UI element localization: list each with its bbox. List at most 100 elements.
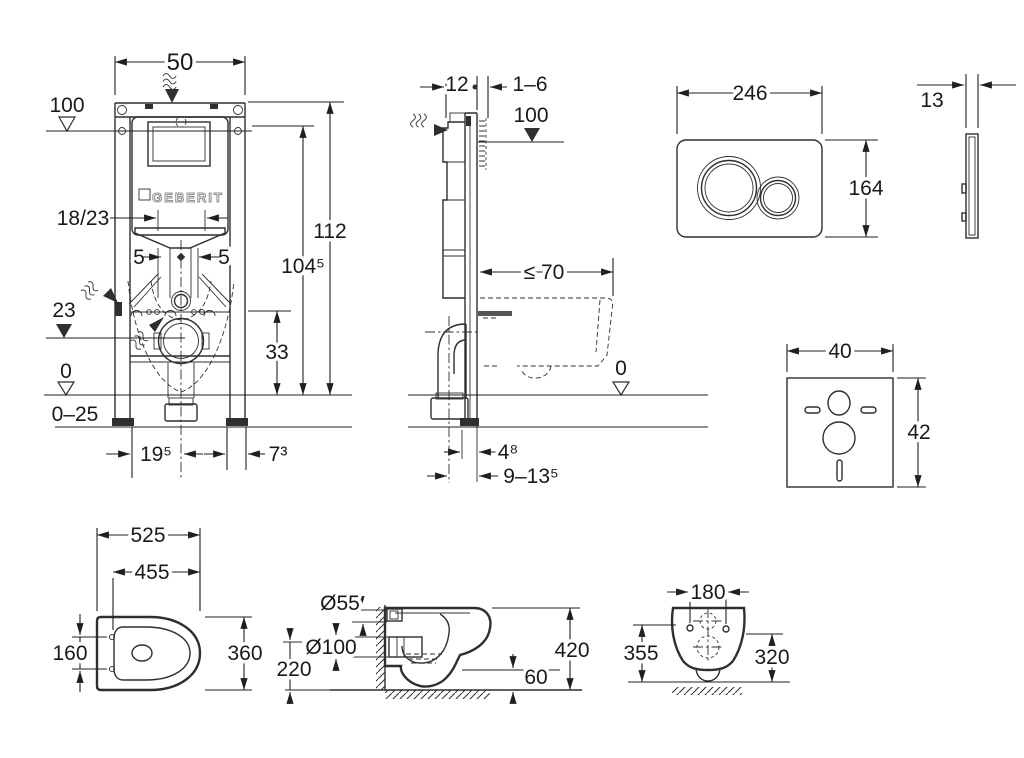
- dim-label-5-right: 5: [218, 246, 230, 269]
- fixing-hole: [108, 633, 116, 641]
- dim-flush-pipe: 18/23: [53, 204, 228, 234]
- dim-floor-buildup: 0–25: [48, 400, 352, 430]
- outlet-connection: [388, 636, 423, 658]
- dim-clearance: 60: [462, 654, 560, 704]
- logo-square: [138, 188, 151, 201]
- view-pan-top: 525 455 160 360: [49, 521, 266, 692]
- dim-pan-inner-length: 455: [112, 558, 201, 630]
- water-supply-icon: [162, 73, 179, 103]
- dim-top-width: 50: [114, 46, 246, 95]
- dim-height-sub: 104⁵: [252, 125, 328, 395]
- dim-label-0-side: 0: [615, 357, 627, 380]
- dim-label-420: 420: [554, 639, 589, 662]
- flush-plate-side-profile: [961, 133, 979, 239]
- wall-section: [376, 605, 386, 690]
- dim-label-19-5: 19⁵: [140, 443, 172, 466]
- pan-side-outline: [383, 606, 492, 688]
- dim-flush-dia: Ø55: [317, 589, 387, 636]
- dim-pan-length: 525: [96, 521, 201, 611]
- floor-section: [330, 689, 582, 699]
- dim-hole-spacing: 160: [49, 614, 107, 692]
- level-mark-filled: [524, 128, 540, 142]
- dim-label-d55: Ø55: [320, 592, 360, 615]
- frame-foot-left: [112, 418, 134, 426]
- flush-button-large: [697, 156, 761, 220]
- dim-label-7-3: 7³: [269, 443, 288, 466]
- dim-label-13: 13: [920, 89, 943, 112]
- dim-wall-lining: 1–6: [487, 70, 551, 118]
- dim-height-total: 112: [248, 101, 350, 395]
- dim-label-d100: Ø100: [305, 636, 356, 659]
- wall-lining-hatch: [479, 118, 487, 170]
- frame-lower-assembly: [127, 240, 235, 480]
- dim-offsets-5: 5 5: [130, 243, 234, 273]
- dim-label-246: 246: [732, 82, 767, 105]
- flush-pipe-stub: [478, 311, 512, 316]
- pan-rim-outline: [95, 615, 202, 692]
- dim-label-le70: ≤ 70: [524, 261, 565, 284]
- dim-label-100: 100: [49, 94, 84, 117]
- dim-level-0-side: 0: [408, 354, 708, 428]
- dim-label-60: 60: [524, 666, 547, 689]
- dim-label-42: 42: [907, 421, 930, 444]
- dim-support-height: 33: [248, 310, 292, 395]
- dim-label-112: 112: [313, 220, 346, 243]
- pan-bowl-outline: [113, 626, 191, 681]
- frame-foot-right: [226, 418, 248, 426]
- pad-slot-bottom: [836, 459, 843, 482]
- dim-outlet-height: 220: [273, 628, 330, 704]
- dim-label-360: 360: [227, 642, 262, 665]
- dim-label-525: 525: [130, 524, 165, 547]
- dim-rear-height-left: 355: [620, 624, 676, 682]
- dim-label-12: 12: [445, 73, 468, 96]
- water-supply-icon: [410, 113, 448, 136]
- pad-slot-left: [804, 406, 821, 414]
- bowl-inner-profile: [401, 613, 450, 664]
- dim-label-104-5: 104⁵: [281, 255, 325, 278]
- pad-cutout-circle: [822, 421, 856, 455]
- brand-logo: GEBERIT: [152, 190, 224, 205]
- dim-label-4-8: 4⁸: [498, 441, 519, 464]
- dim-label-0: 0: [60, 360, 72, 383]
- dim-level-100: 100: [46, 91, 252, 133]
- view-pan-side: Ø55 Ø100 220 420 60: [273, 589, 593, 704]
- dim-label-23: 23: [52, 299, 75, 322]
- dim-label-100-side: 100: [513, 104, 548, 127]
- dim-level-0: 0: [44, 357, 352, 397]
- level-mark-open: [611, 381, 631, 397]
- pan-outlet-tab: [695, 668, 721, 682]
- flush-plate-body: [676, 139, 823, 238]
- dim-plate-height: 164: [825, 139, 887, 238]
- fixing-hole: [722, 625, 730, 633]
- view-frame-side: 12 1–6 100 ≤ 70 0 4⁸: [408, 70, 708, 492]
- dim-level-23: 23: [46, 296, 185, 339]
- dim-label-9-13-5: 9–13⁵: [503, 465, 558, 488]
- dim-label-160: 160: [52, 642, 87, 665]
- pan-drain-oval: [131, 644, 153, 662]
- dim-outlet-offset: 9–13⁵: [427, 459, 562, 492]
- dim-front-offset: 4⁸: [444, 427, 522, 468]
- dim-outlet-dia: Ø100: [302, 623, 389, 671]
- dim-pan-depth: ≤ 70: [480, 258, 614, 296]
- sound-pad-body: [786, 377, 894, 488]
- dim-label-1-6: 1–6: [512, 73, 547, 96]
- dim-rim-height: 420: [492, 607, 593, 690]
- view-frame-front: GEBERIT: [44, 46, 352, 480]
- flush-connection: [386, 608, 403, 622]
- concealed-cistern: GEBERIT: [131, 116, 229, 298]
- dim-label-18-23: 18/23: [57, 207, 110, 230]
- dim-bottom-offsets: 19⁵ 7³: [106, 427, 291, 478]
- dim-pad-height: 42: [897, 377, 934, 488]
- floor-section: [628, 681, 790, 695]
- water-supply-icon: [78, 279, 118, 303]
- dim-label-50: 50: [167, 49, 194, 76]
- dim-label-33: 33: [265, 341, 288, 364]
- flush-button-small: [756, 176, 800, 220]
- frame-profile: [442, 112, 479, 427]
- pad-slot-right: [860, 406, 877, 414]
- dim-plate-thickness: 13: [917, 74, 1016, 128]
- pan-rear-outline: [670, 606, 746, 672]
- level-mark-filled: [56, 324, 72, 338]
